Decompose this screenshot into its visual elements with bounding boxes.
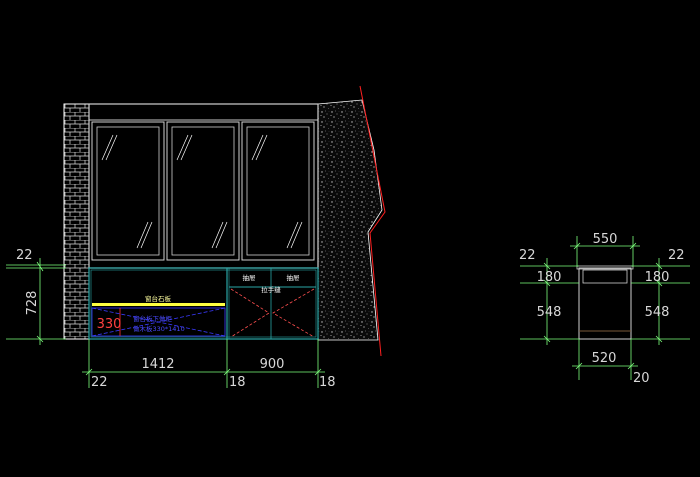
side-cabinet-body bbox=[578, 267, 632, 340]
side-drawer bbox=[582, 269, 628, 284]
side-dim-right-low: 548 bbox=[645, 305, 670, 320]
window-frame bbox=[88, 103, 319, 269]
window-pane-right bbox=[241, 121, 315, 261]
side-dim-bottom-right: 20 bbox=[633, 371, 650, 386]
dim-left-height: 728 bbox=[25, 291, 40, 316]
sill-stone-board bbox=[92, 303, 225, 306]
side-elevation: 550 22 180 548 22 180 548 520 20 bbox=[519, 232, 690, 386]
side-dimensions bbox=[520, 236, 690, 380]
window-pane-middle bbox=[166, 121, 240, 261]
under-window-cabinet bbox=[88, 267, 319, 340]
side-dim-left-mid: 180 bbox=[537, 270, 562, 285]
left-dimension bbox=[6, 258, 66, 345]
concrete-wall bbox=[317, 99, 383, 341]
side-dim-right-mid: 180 bbox=[645, 270, 670, 285]
side-dim-left-top: 22 bbox=[519, 248, 536, 263]
cabinet-note-line1: 窗台板下做柜 bbox=[133, 314, 173, 323]
dim-bottom-1: 22 bbox=[91, 375, 108, 390]
dim-top-left: 22 bbox=[16, 248, 33, 263]
pull-door-label: 拉手缝 bbox=[261, 285, 281, 294]
front-elevation: 窗台石板 抽屉 抽屉 拉手缝 窗台板下做柜 做木板330*1410 330 22… bbox=[6, 85, 386, 390]
dim-width-1: 1412 bbox=[141, 357, 174, 372]
dim-bottom-3: 18 bbox=[319, 375, 336, 390]
side-dim-bottom-width: 520 bbox=[592, 351, 617, 366]
door-swing-left bbox=[230, 288, 270, 338]
brick-wall bbox=[63, 103, 90, 340]
cabinet-note-line2: 做木板330*1410 bbox=[133, 324, 185, 333]
dim-bottom-2: 18 bbox=[229, 375, 246, 390]
bottom-dimension bbox=[82, 339, 325, 388]
red-height-label: 330 bbox=[97, 317, 122, 332]
drawer-left-label: 抽屉 bbox=[243, 273, 257, 282]
sill-stone-label: 窗台石板 bbox=[145, 294, 172, 303]
side-cabinet-top bbox=[576, 265, 634, 270]
door-swing-right bbox=[272, 288, 315, 338]
section-line bbox=[359, 85, 386, 357]
drawer-right-label: 抽屉 bbox=[287, 273, 301, 282]
side-dim-left-low: 548 bbox=[537, 305, 562, 320]
side-dim-right-top: 22 bbox=[668, 248, 685, 263]
dim-width-2: 900 bbox=[260, 357, 285, 372]
window-pane-left bbox=[91, 121, 165, 261]
side-dim-top-width: 550 bbox=[593, 232, 618, 247]
